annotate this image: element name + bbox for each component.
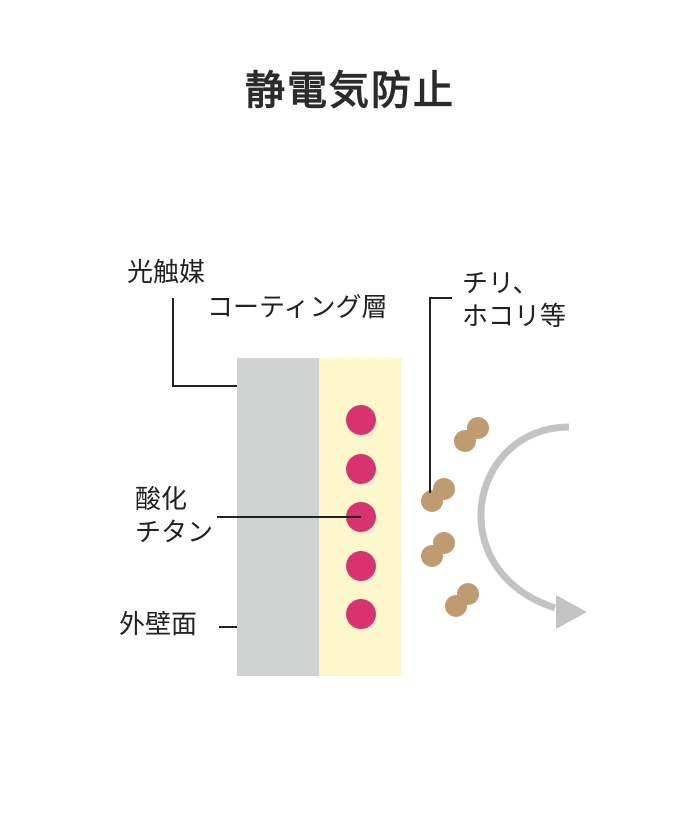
dust-label-line1: チリ、 (462, 269, 539, 299)
wall-label: 外壁面 (119, 610, 198, 640)
coating-label-line2: コーティング層 (207, 293, 388, 323)
dust-cluster (421, 478, 455, 512)
dust-label: チリ、 ホコリ等 (462, 268, 566, 334)
dust-cluster (445, 583, 479, 617)
titanium-particle (346, 454, 376, 484)
titanium-particle (346, 405, 376, 435)
coating-leader-line (172, 298, 237, 387)
leader-lines (172, 297, 452, 628)
titanium-label: 酸化 チタン (135, 484, 213, 550)
titanium-label-line2: チタン (135, 518, 214, 548)
page-title: 静電気防止 (245, 68, 455, 114)
dust-cluster (421, 532, 455, 567)
dust-particles (421, 417, 489, 617)
titanium-label-line1: 酸化 (135, 485, 188, 515)
titanium-particle (346, 599, 376, 629)
dust-label-line2: ホコリ等 (462, 302, 567, 332)
coating-label-line1: 光触媒 (127, 258, 206, 288)
dust-cluster (454, 417, 489, 452)
titanium-particle (346, 551, 376, 581)
repel-arrow (477, 423, 587, 629)
dust-leader-line (429, 297, 452, 493)
